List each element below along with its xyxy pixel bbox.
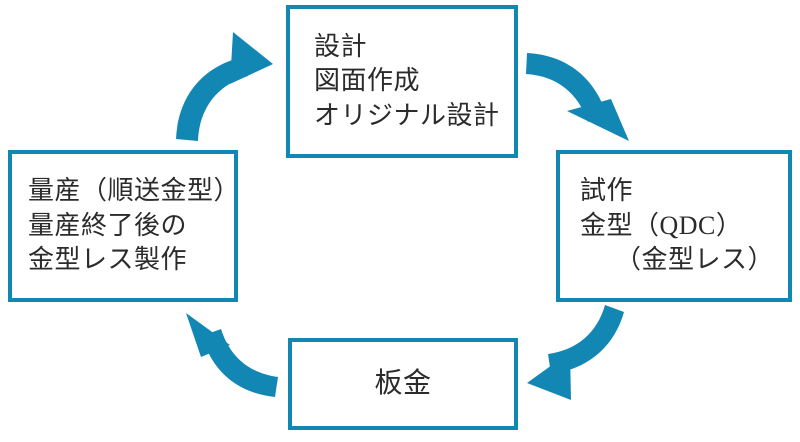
node-prototype[interactable]: 試作 金型（QDC） （金型レス） — [556, 150, 792, 302]
node-massproduction[interactable]: 量産（順送金型） 量産終了後の 金型レス製作 — [8, 150, 241, 302]
node-prototype-line-2: 金型（QDC） — [580, 210, 743, 240]
node-sheetmetal[interactable]: 板金 — [288, 338, 518, 430]
arrow-design-to-prototype-icon — [526, 53, 629, 141]
node-massproduction-line-2: 量産終了後の — [28, 210, 188, 240]
node-design-line-1: 設計 — [314, 31, 368, 61]
node-massproduction-line-3: 金型レス製作 — [28, 245, 188, 275]
node-design[interactable]: 設計 図面作成 オリジナル設計 — [286, 5, 518, 158]
node-prototype-line-3: （金型レス） — [614, 245, 774, 275]
arrow-massproduction-to-design-icon — [176, 32, 273, 141]
node-prototype-line-1: 試作 — [580, 176, 634, 206]
node-design-line-2: 図面作成 — [314, 66, 421, 96]
node-design-line-3: オリジナル設計 — [314, 100, 500, 130]
arrow-prototype-to-sheetmetal-icon — [527, 305, 624, 400]
arrow-sheetmetal-to-massproduction-icon — [186, 313, 278, 397]
node-sheetmetal-line-1: 板金 — [374, 368, 432, 400]
node-massproduction-line-1: 量産（順送金型） — [28, 176, 241, 206]
